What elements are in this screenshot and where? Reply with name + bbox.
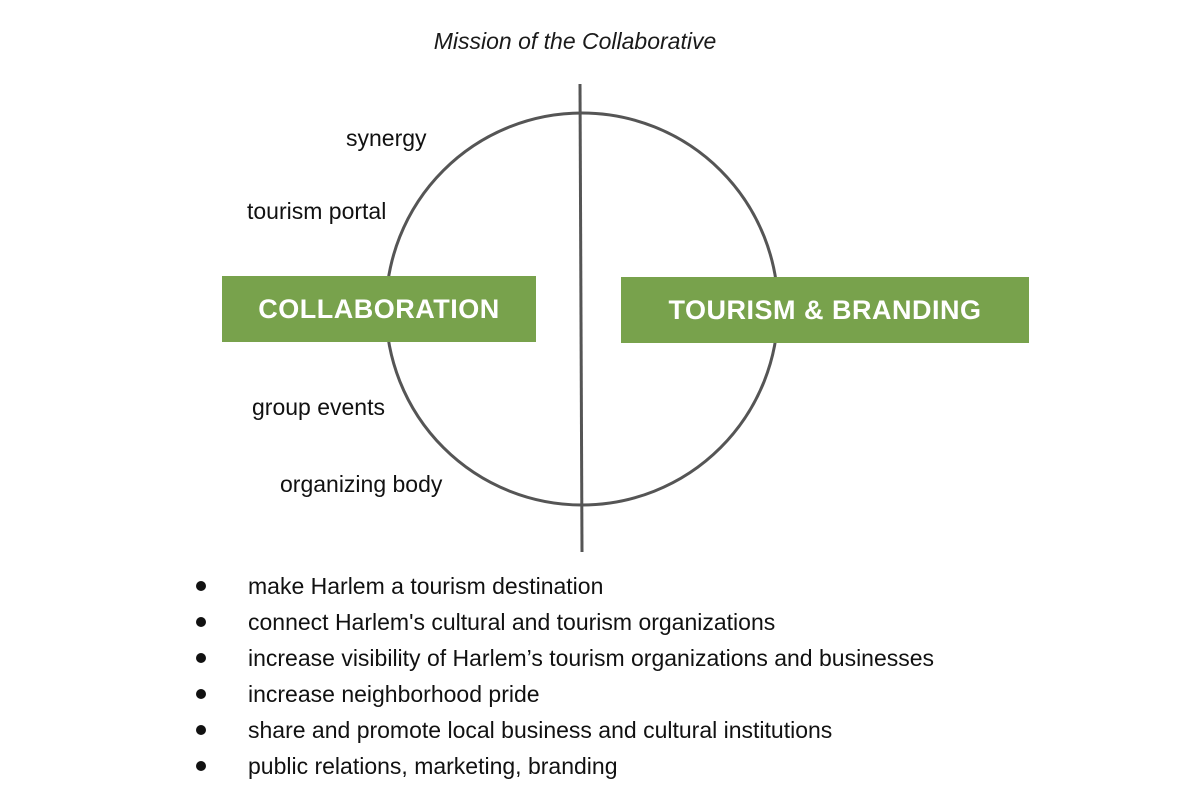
bullet-text: increase neighborhood pride — [248, 681, 540, 707]
diagram-title: Mission of the Collaborative — [433, 28, 717, 54]
bullet-dot — [196, 725, 206, 735]
label-synergy: synergy — [346, 125, 427, 151]
bullet-text: share and promote local business and cul… — [248, 717, 833, 743]
bullet-dot — [196, 761, 206, 771]
bullet-dot — [196, 689, 206, 699]
bullet-dot — [196, 653, 206, 663]
bullet-dot — [196, 581, 206, 591]
bullet-text: connect Harlem's cultural and tourism or… — [248, 609, 776, 635]
label-organizing-body: organizing body — [280, 471, 443, 497]
tourism-branding-box: TOURISM & BRANDING — [621, 277, 1029, 343]
bullet-text: make Harlem a tourism destination — [248, 573, 604, 599]
label-tourism-portal: tourism portal — [247, 198, 387, 224]
bullet-text: increase visibility of Harlem’s tourism … — [248, 645, 935, 671]
label-group-events: group events — [252, 394, 385, 420]
bullet-dot — [196, 617, 206, 627]
bullet-text: public relations, marketing, branding — [248, 753, 618, 779]
vertical-divider — [578, 83, 584, 553]
collaboration-box: COLLABORATION — [222, 276, 536, 342]
